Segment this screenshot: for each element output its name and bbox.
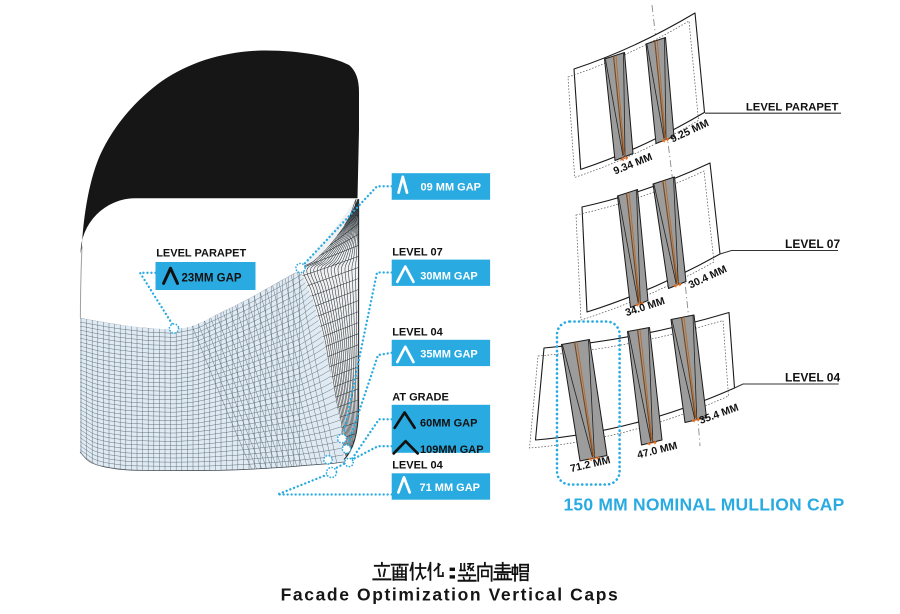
svg-text:LEVEL 04: LEVEL 04 [392, 327, 443, 339]
svg-text:30MM GAP: 30MM GAP [420, 271, 477, 283]
svg-text:Facade Optimization Vertical C: Facade Optimization Vertical Caps [281, 585, 620, 605]
svg-text:23MM GAP: 23MM GAP [182, 273, 242, 285]
svg-text:LEVEL 04: LEVEL 04 [392, 460, 443, 472]
svg-text:AT GRADE: AT GRADE [392, 392, 449, 404]
svg-text:35MM GAP: 35MM GAP [420, 348, 477, 360]
svg-text:LEVEL PARAPET: LEVEL PARAPET [746, 102, 839, 114]
svg-text:109MM GAP: 109MM GAP [420, 444, 484, 456]
svg-text:60MM GAP: 60MM GAP [420, 417, 477, 429]
svg-text:LEVEL 07: LEVEL 07 [785, 237, 840, 251]
svg-text:71 MM GAP: 71 MM GAP [420, 482, 481, 494]
svg-text:09 MM GAP: 09 MM GAP [421, 181, 482, 193]
svg-text:LEVEL 07: LEVEL 07 [392, 246, 443, 258]
svg-text:LEVEL 04: LEVEL 04 [785, 371, 840, 385]
svg-text:150 MM NOMINAL MULLION CAP: 150 MM NOMINAL MULLION CAP [564, 495, 845, 515]
svg-text:LEVEL PARAPET: LEVEL PARAPET [156, 247, 246, 259]
